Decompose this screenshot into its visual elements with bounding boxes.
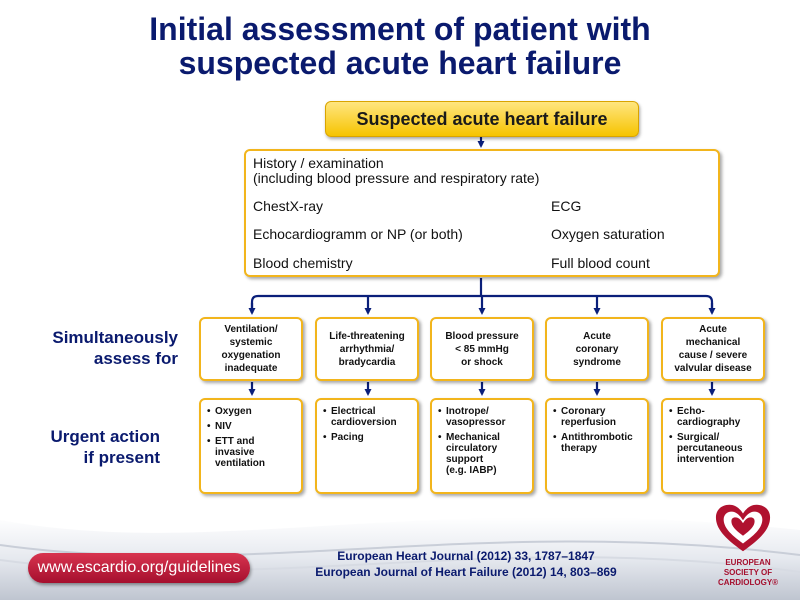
esc-logo-line2: SOCIETY OF [723, 568, 773, 577]
action-line: circulatory [446, 443, 498, 454]
action-box-blood-pressure: Inotrope/ vasopressor Mechanical circula… [430, 398, 534, 494]
action-line: support [446, 454, 484, 465]
assess-line: oxygenation [221, 350, 281, 361]
assess-box-acs: Acute coronary syndrome [545, 317, 649, 381]
action-line: invasive [215, 447, 255, 458]
slide-title-line2: suspected acute heart failure [178, 45, 622, 81]
action-line: ETT and [215, 436, 255, 447]
assess-line: mechanical [685, 337, 741, 348]
guidelines-url-link[interactable]: www.escardio.org/guidelines [28, 553, 250, 583]
action-line: Pacing [331, 432, 364, 443]
action-line: Inotrope/ [446, 406, 489, 417]
assess-line: systemic [229, 337, 273, 348]
simultaneously-assess-line2: assess for [93, 349, 178, 368]
assess-line: bradycardia [338, 356, 396, 368]
action-item: Oxygen [207, 406, 297, 417]
action-line: cardioversion [331, 417, 397, 428]
assess-line: Blood pressure [445, 330, 519, 342]
action-line: cardiography [677, 417, 741, 428]
action-line: Electrical [331, 406, 376, 417]
history-line2: (including blood pressure and respirator… [253, 170, 540, 186]
assess-text: Life-threatening arrhythmia/ bradycardia [317, 319, 417, 379]
action-line: NIV [215, 421, 232, 432]
assess-text: Acute mechanical cause / severe valvular… [663, 319, 763, 379]
history-examination-box: History / examination (including blood p… [244, 149, 720, 277]
action-item: ETT and invasive ventilation [207, 436, 297, 469]
action-line: Coronary [561, 406, 606, 417]
assess-line: valvular disease [674, 363, 752, 374]
assess-line: coronary [575, 343, 619, 355]
assess-line: Ventilation/ [224, 324, 278, 335]
action-item: Surgical/ percutaneous intervention [669, 432, 759, 465]
urgent-action-line2: if present [83, 448, 160, 467]
action-item: Antithrombotic therapy [553, 432, 643, 454]
action-line: Mechanical [446, 432, 500, 443]
assess-text: Blood pressure < 85 mmHg or shock [432, 319, 532, 379]
action-line: intervention [677, 454, 735, 465]
assess-box-mechanical: Acute mechanical cause / severe valvular… [661, 317, 765, 381]
action-line: Surgical/ [677, 432, 720, 443]
assess-line: < 85 mmHg [455, 343, 509, 355]
test-oxygen-saturation: Oxygen saturation [551, 226, 665, 242]
action-item: Electrical cardioversion [323, 406, 413, 428]
assess-line: Acute [583, 330, 611, 342]
action-box-arrhythmia: Electrical cardioversion Pacing [315, 398, 419, 494]
assess-line: cause / severe [678, 350, 748, 361]
test-blood-chemistry: Blood chemistry [253, 255, 353, 271]
journal-citation-2: European Journal of Heart Failure (2012)… [315, 565, 617, 579]
test-full-blood-count: Full blood count [551, 255, 650, 271]
action-line: percutaneous [677, 443, 743, 454]
suspected-ahf-header-box: Suspected acute heart failure [325, 101, 639, 137]
slide-title-line1: Initial assessment of patient with [149, 11, 651, 47]
action-item: Echo- cardiography [669, 406, 759, 428]
test-chest-xray: ChestX-ray [253, 198, 324, 214]
assess-line: syndrome [573, 356, 621, 368]
action-item: Mechanical circulatory support (e.g. IAB… [438, 432, 528, 476]
esc-heart-logo-icon [715, 504, 771, 552]
simultaneously-assess-label: Simultaneously assess for [10, 327, 178, 369]
assess-line: Acute [699, 324, 727, 335]
action-line: reperfusion [561, 417, 617, 428]
urgent-action-label: Urgent action if present [10, 426, 160, 468]
esc-logo-line1: EUROPEAN [725, 558, 771, 567]
action-line: vasopressor [446, 417, 506, 428]
action-line: Oxygen [215, 406, 252, 417]
assess-box-arrhythmia: Life-threatening arrhythmia/ bradycardia [315, 317, 419, 381]
assess-line: Life-threatening [329, 330, 405, 342]
action-item: Inotrope/ vasopressor [438, 406, 528, 428]
action-item: NIV [207, 421, 297, 432]
action-box-mechanical: Echo- cardiography Surgical/ percutaneou… [661, 398, 765, 494]
action-line: Antithrombotic [561, 432, 633, 443]
journal-citation-1: European Heart Journal (2012) 33, 1787–1… [337, 549, 595, 563]
assess-box-ventilation: Ventilation/ systemic oxygenation inadeq… [199, 317, 303, 381]
action-line: therapy [561, 443, 598, 454]
action-item: Coronary reperfusion [553, 406, 643, 428]
simultaneously-assess-line1: Simultaneously [52, 328, 178, 347]
assess-text: Acute coronary syndrome [547, 319, 647, 379]
action-line: ventilation [215, 458, 266, 469]
urgent-action-line1: Urgent action [50, 427, 160, 446]
assess-line: arrhythmia/ [339, 343, 395, 355]
action-item: Pacing [323, 432, 413, 443]
action-line: (e.g. IABP) [446, 465, 497, 476]
action-box-ventilation: Oxygen NIV ETT and invasive ventilation [199, 398, 303, 494]
action-box-acs: Coronary reperfusion Antithrombotic ther… [545, 398, 649, 494]
assess-line: inadequate [224, 363, 278, 374]
assess-text: Ventilation/ systemic oxygenation inadeq… [201, 319, 301, 379]
test-echo-np: Echocardiogramm or NP (or both) [253, 226, 463, 242]
assess-box-blood-pressure: Blood pressure < 85 mmHg or shock [430, 317, 534, 381]
assess-line: or shock [461, 356, 503, 368]
action-line: Echo- [677, 406, 705, 417]
esc-logo-line3: CARDIOLOGY® [717, 578, 779, 587]
test-ecg: ECG [551, 198, 582, 214]
history-line1: History / examination [253, 155, 384, 171]
